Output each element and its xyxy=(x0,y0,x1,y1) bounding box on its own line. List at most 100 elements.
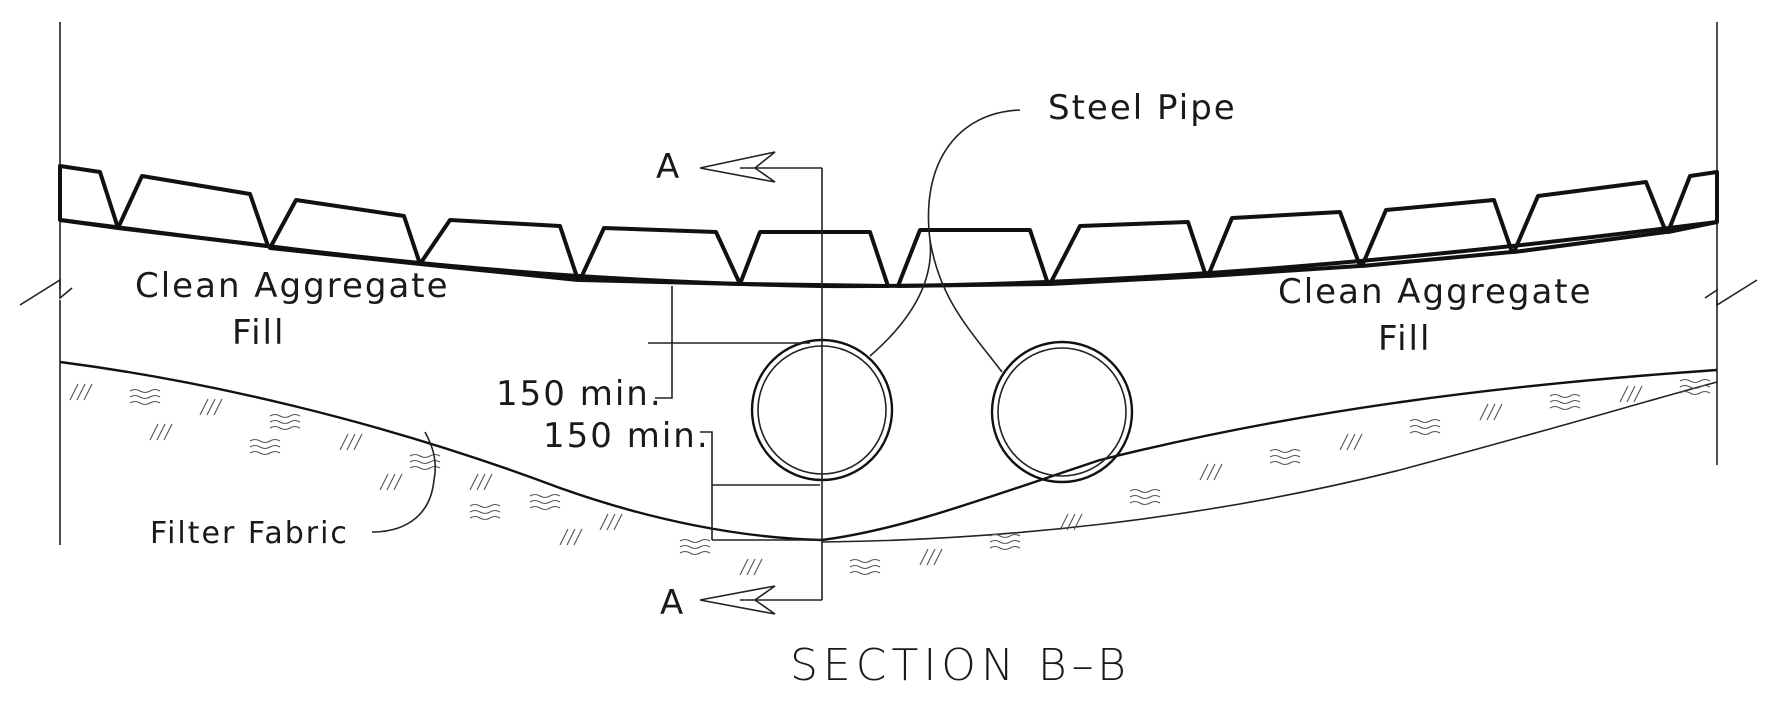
hatch-mark xyxy=(933,548,943,566)
hatch-mark xyxy=(573,528,583,546)
hatch-mark xyxy=(559,528,569,546)
soil-hatching xyxy=(69,378,1711,576)
hatch-mark xyxy=(1493,403,1503,421)
hatch-wave xyxy=(469,515,501,521)
hatch-wave xyxy=(269,419,301,425)
hatch-mark xyxy=(1213,463,1223,481)
arrow-bottom-icon xyxy=(699,585,776,615)
hatch-mark xyxy=(213,398,223,416)
paving-block xyxy=(268,198,422,266)
section-marker-bottom: A xyxy=(660,583,685,623)
drawing-title: SECTION B–B xyxy=(790,640,1131,691)
paving-block xyxy=(116,174,270,248)
hatch-wave xyxy=(1549,399,1581,405)
paving-block xyxy=(738,230,890,288)
hatch-mark xyxy=(199,398,209,416)
hatch-mark xyxy=(746,558,756,576)
arrow-top-icon xyxy=(699,151,776,183)
hatch-mark xyxy=(1633,385,1643,403)
hatch-wave xyxy=(249,444,281,450)
right-boundary xyxy=(1704,22,1758,465)
hatch-wave xyxy=(469,509,501,515)
hatch-wave xyxy=(129,400,161,406)
hatch-mark xyxy=(1486,403,1496,421)
hatch-wave xyxy=(1409,430,1441,436)
hatch-wave xyxy=(1129,500,1161,506)
hatch-wave xyxy=(249,438,281,444)
hatch-wave xyxy=(989,533,1021,539)
hatch-wave xyxy=(1409,418,1441,424)
hatch-wave xyxy=(269,425,301,431)
hatch-wave xyxy=(1129,494,1161,500)
hatch-wave xyxy=(849,558,881,564)
hatch-wave xyxy=(249,450,281,456)
hatch-wave xyxy=(529,505,561,511)
hatch-wave xyxy=(849,570,881,576)
leader-filter-fabric xyxy=(371,431,437,533)
hatch-mark xyxy=(599,513,609,531)
section-marker-top: A xyxy=(656,147,681,187)
hatch-mark xyxy=(1626,385,1636,403)
hatch-wave xyxy=(269,413,301,419)
hatch-mark xyxy=(606,513,616,531)
hatch-mark xyxy=(566,528,576,546)
hatch-wave xyxy=(989,539,1021,545)
hatch-wave xyxy=(679,544,711,550)
hatch-wave xyxy=(1269,454,1301,460)
hatch-mark xyxy=(1073,513,1083,531)
hatch-wave xyxy=(469,503,501,509)
dimension-lower xyxy=(700,431,820,541)
hatch-mark xyxy=(1353,433,1363,451)
hatch-wave xyxy=(1549,393,1581,399)
aggregate-right-label-line1: Clean Aggregate xyxy=(1278,272,1593,312)
aggregate-left-label-line2: Fill xyxy=(232,313,285,353)
hatch-mark xyxy=(353,433,363,451)
hatch-mark xyxy=(1206,463,1216,481)
hatch-mark xyxy=(753,558,763,576)
filter-fabric-line xyxy=(59,360,1718,542)
steel-pipe-right xyxy=(990,340,1134,484)
hatch-wave xyxy=(1269,448,1301,454)
steel-pipe-label: Steel Pipe xyxy=(1048,88,1237,128)
hatch-wave xyxy=(1129,488,1161,494)
hatch-mark xyxy=(926,548,936,566)
hatch-mark xyxy=(919,548,929,566)
hatch-mark xyxy=(346,433,356,451)
paving-block xyxy=(58,164,120,230)
paving-blocks xyxy=(58,164,1719,288)
left-boundary xyxy=(19,22,73,545)
hatch-wave xyxy=(129,388,161,394)
subgrade-line xyxy=(821,381,1718,543)
hatch-wave xyxy=(1549,405,1581,411)
hatch-mark xyxy=(149,423,159,441)
hatch-mark xyxy=(76,383,86,401)
hatch-mark xyxy=(206,398,216,416)
paving-block xyxy=(896,228,1050,288)
hatch-mark xyxy=(1059,513,1069,531)
hatch-mark xyxy=(69,383,79,401)
hatch-mark xyxy=(163,423,173,441)
hatch-mark xyxy=(1199,463,1209,481)
hatch-wave xyxy=(529,499,561,505)
hatch-mark xyxy=(739,558,749,576)
hatch-mark xyxy=(83,383,93,401)
hatch-wave xyxy=(409,453,441,459)
hatch-mark xyxy=(379,473,389,491)
hatch-wave xyxy=(1269,460,1301,466)
hatch-mark xyxy=(476,473,486,491)
hatch-wave xyxy=(1679,384,1711,390)
hatch-mark xyxy=(613,513,623,531)
hatch-mark xyxy=(469,473,479,491)
dimension-lower-label: 150 min. xyxy=(543,416,710,456)
hatch-mark xyxy=(393,473,403,491)
section-cut-line xyxy=(699,151,823,615)
hatch-mark xyxy=(1066,513,1076,531)
hatch-wave xyxy=(679,550,711,556)
hatch-wave xyxy=(679,538,711,544)
hatch-mark xyxy=(1619,385,1629,403)
hatch-wave xyxy=(529,493,561,499)
hatch-wave xyxy=(1679,390,1711,396)
hatch-mark xyxy=(339,433,349,451)
leader-steel-pipe-right xyxy=(929,239,1003,373)
